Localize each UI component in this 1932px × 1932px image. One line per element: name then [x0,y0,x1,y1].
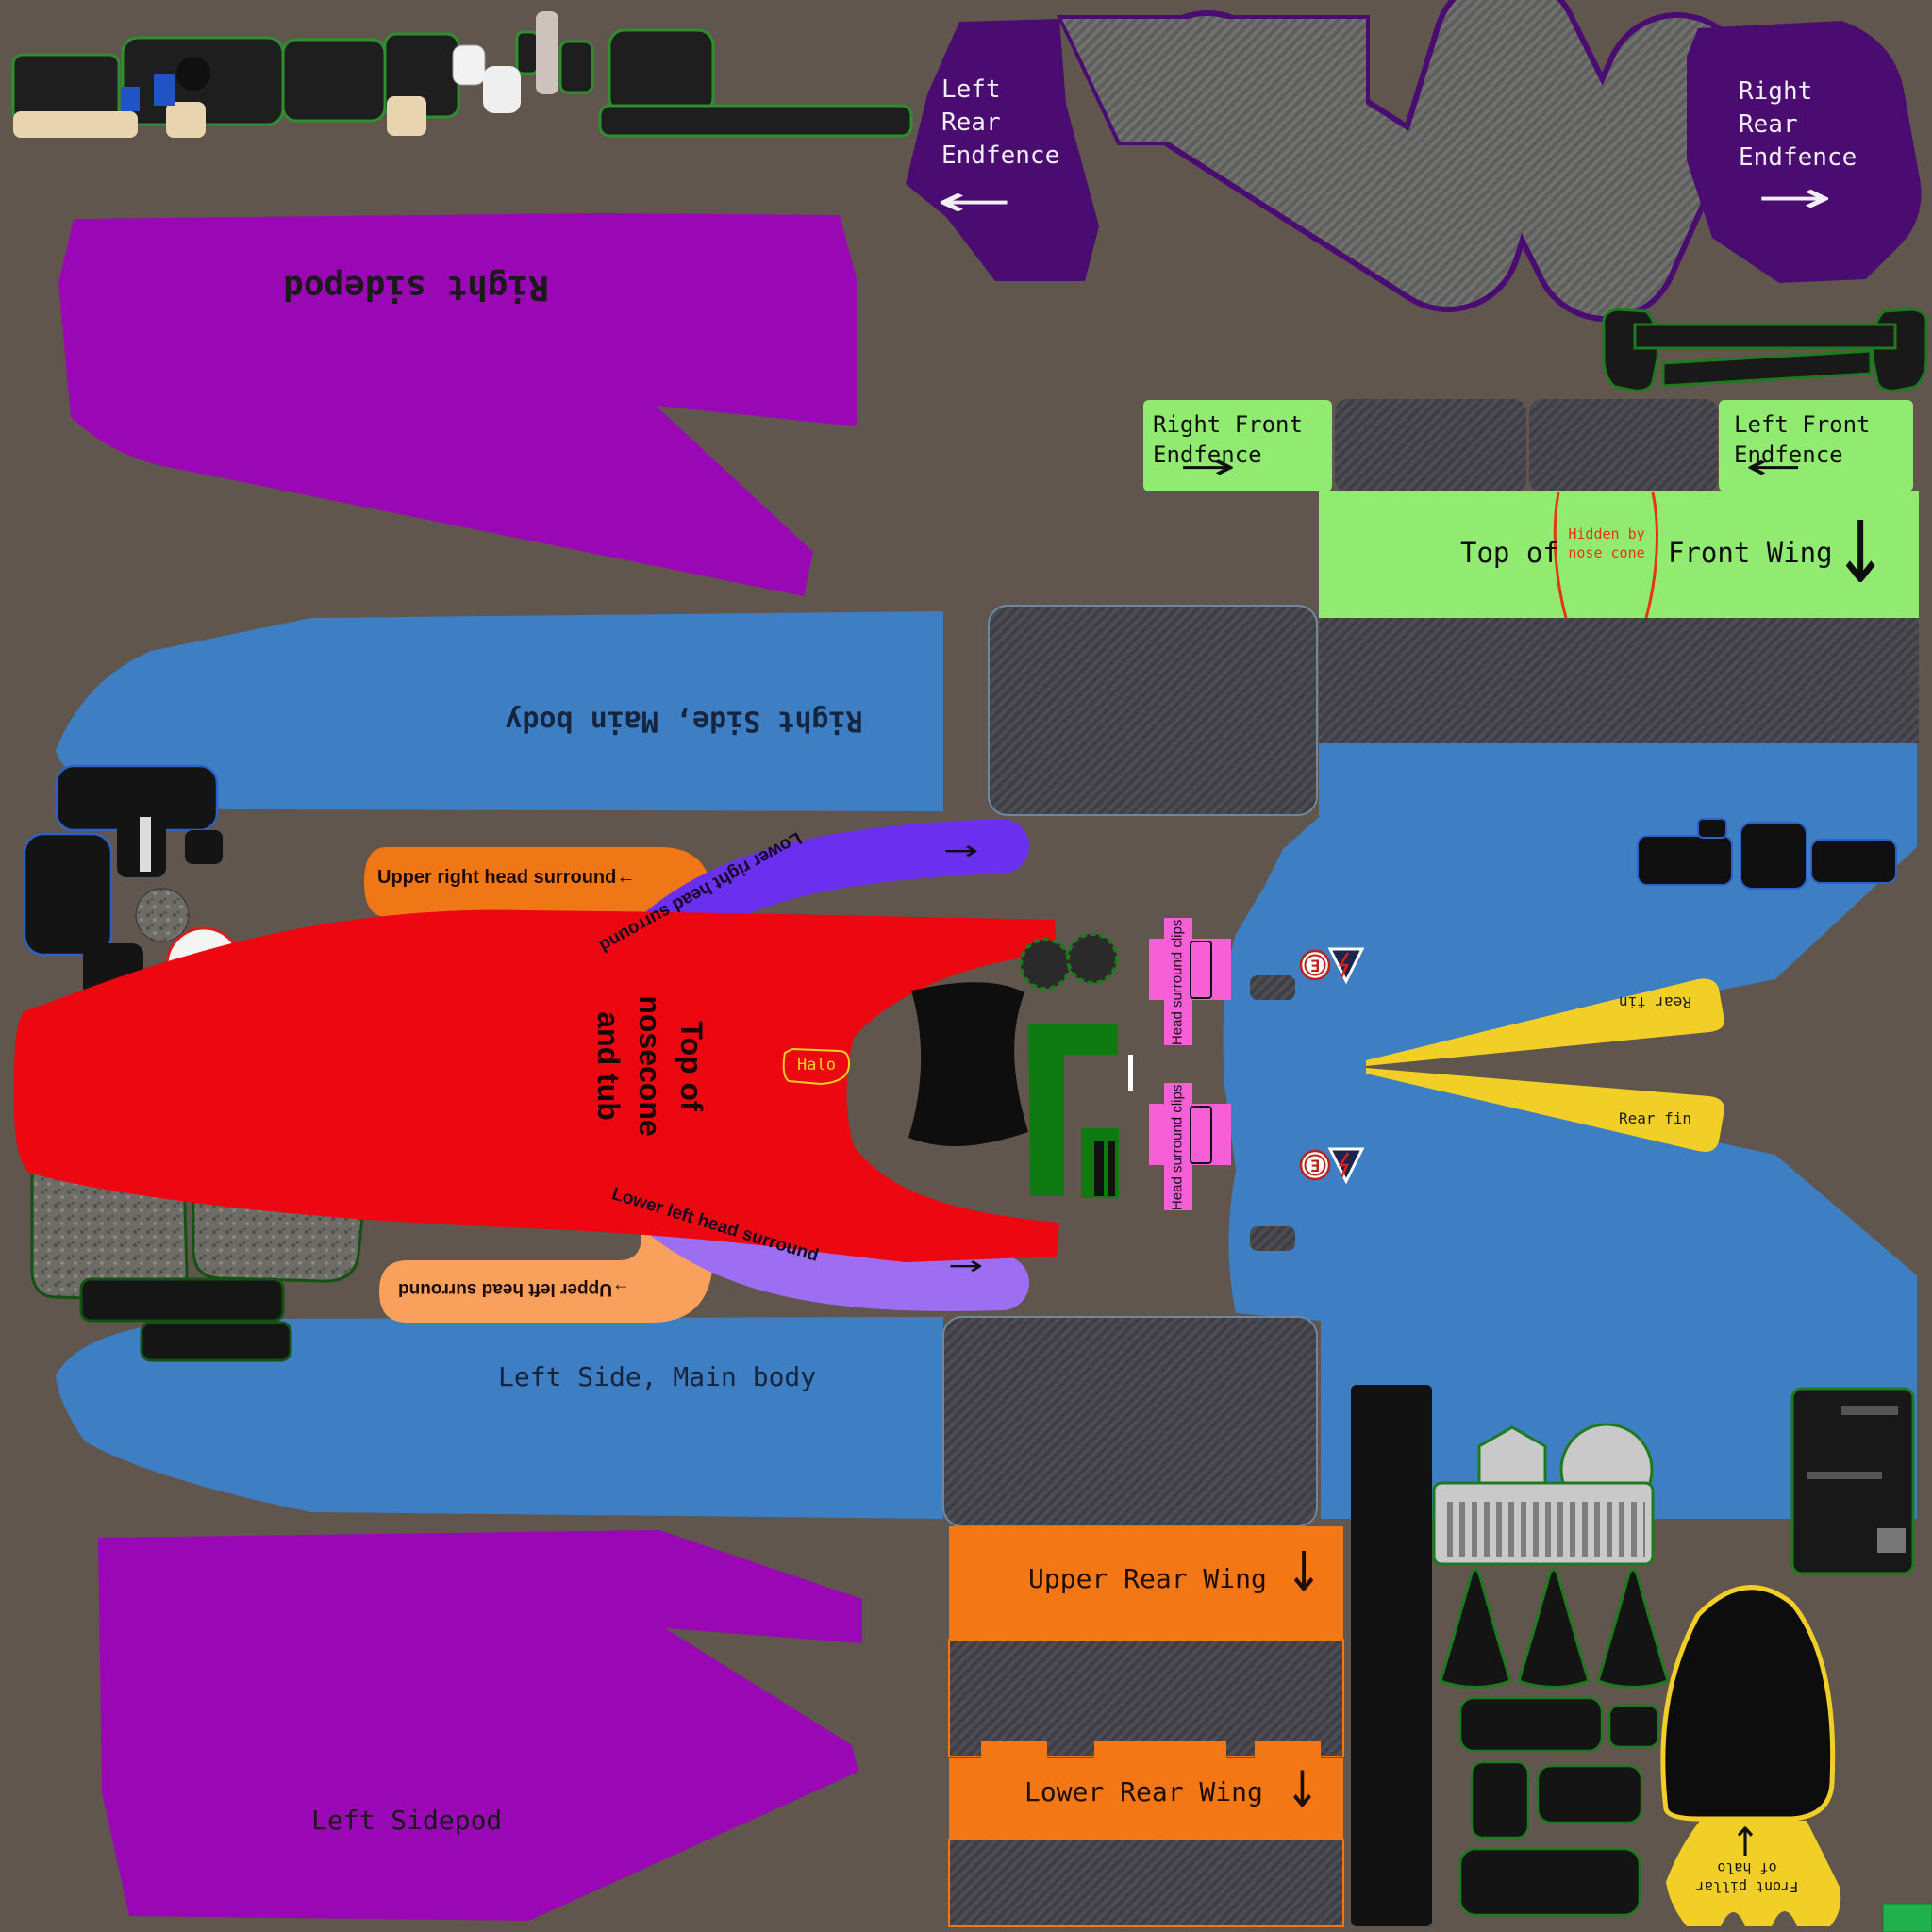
left-front-endfence-label: Left Front Endfence [1734,411,1871,468]
rear-wing-carbon-w [1056,0,1752,322]
electronics-block [1790,1387,1915,1575]
front-wing-pylon [1602,308,1928,392]
front-wing-carbon-1 [1335,399,1526,492]
hidden-by-nose-cone-label: Hidden by nose cone [1568,525,1645,561]
roll-hoop-parts [1019,932,1133,1198]
halo-outline [782,1047,851,1086]
right-rear-endfence-arrow: → [1757,172,1833,223]
left-front-endfence-arrow: ← [1745,448,1803,487]
front-wing-top-shape [1319,491,1919,618]
right-rear-endfence-shape [1687,21,1922,283]
nose-cone-hidden-line-left [1553,491,1568,619]
lower-rear-wing-arrow: ↓ [1285,1761,1320,1820]
right-sidepod-label: Right sidepod [283,268,549,307]
rear-fin-label-bottom: Rear fin [1619,1109,1692,1127]
front-wing-top-of-label: Top of [1460,537,1559,569]
left-rear-endfence-arrow: ← [936,175,1012,226]
head-surround-clips-label-bottom: Head surround clips [1169,1084,1186,1211]
right-side-main-body-shape [56,611,943,811]
front-wing-label: Front Wing [1668,537,1833,569]
lower-rear-wing-shape [949,1758,1343,1840]
head-surround-clip-top [1149,918,1231,1045]
rear-fin-top-shape [1366,978,1724,1066]
lower-rear-wing-label: Lower Rear Wing [1024,1776,1263,1807]
upper-left-head-surround-label: →Upper left head surround [398,1278,630,1299]
left-rear-endfence-label: Left Rear Endfence [941,75,1060,170]
extinguisher-letter: Ǝ [1310,1158,1320,1176]
nose-cone-hidden-line-right [1644,491,1658,619]
front-pillar-of-halo-shape [1666,1821,1841,1926]
extinguisher-marker-icon-2: Ǝ [1299,1149,1331,1181]
electrical-hazard-icon [1327,947,1365,985]
upper-left-head-surround-shape [379,1085,713,1323]
corner-green-swatch [1882,1903,1932,1932]
head-surround-clip-bottom [1149,1083,1231,1210]
front-wing-underside-carbon [1319,618,1919,743]
electrical-hazard-icon-2 [1327,1147,1365,1185]
small-parts-cluster [1458,1696,1660,1917]
lower-left-head-surround-arrow: → [948,1250,984,1281]
right-side-main-body-label: Right Side, Main body [505,704,863,738]
carbon-clip-slot-top [1250,975,1295,1000]
lower-rear-wing-carbon [948,1839,1344,1927]
rear-wing-tabs [981,1741,1321,1760]
rear-wing-pillar [1351,1385,1432,1926]
aero-tooth-shapes [1439,1568,1670,1689]
gray-hardware-parts [1432,1423,1655,1566]
nosecone-tub-shape [14,909,1059,1262]
extinguisher-marker-icon: Ǝ [1299,949,1331,981]
rear-bodywork-parts [1637,818,1897,890]
right-sidepod-shape [58,213,857,596]
center-main-body-shape [1223,611,1917,1519]
extinguisher-letter: Ǝ [1310,958,1320,976]
upper-rear-wing-carbon [948,1639,1344,1757]
left-sidepod-shape [98,1530,862,1921]
right-front-endfence-arrow: → [1179,448,1237,487]
right-front-endfence-shape [1143,400,1332,491]
head-surround-clips-label-top: Head surround clips [1169,919,1186,1046]
lower-right-head-surround-arrow: → [943,835,979,866]
rear-fin-bottom-shape [1366,1068,1724,1152]
upper-rear-wing-shape [949,1526,1343,1640]
halo-label: Halo [797,1056,836,1074]
carbon-floor-top [988,605,1318,816]
floor-edge-bars [79,1277,292,1362]
left-side-main-body-shape [56,1317,943,1519]
front-wing-down-arrow: ↓ [1832,502,1890,602]
upper-rear-wing-label: Upper Rear Wing [1028,1563,1267,1594]
upper-right-head-surround-shape [364,847,713,1085]
seat-shape [908,982,1028,1147]
front-wing-carbon-2 [1529,399,1718,492]
left-side-main-body-label: Left Side, Main body [498,1361,817,1392]
right-front-endfence-label: Right Front Endfence [1153,411,1303,468]
carbon-floor-bottom [942,1316,1318,1527]
rear-fin-label-top: Rear fin [1619,993,1692,1011]
left-front-endfence-shape [1719,400,1913,491]
left-rear-endfence-shape [906,19,1099,281]
right-rear-endfence-label: Right Rear Endfence [1739,77,1857,172]
suspension-parts-detail [13,11,558,138]
halo-top-shape [1660,1585,1836,1822]
left-sidepod-label: Left Sidepod [311,1805,503,1836]
brake-duct-cluster [23,764,242,1004]
nosecone-label: Top of nosecone and tub [591,995,708,1137]
upper-rear-wing-arrow: ↓ [1285,1541,1324,1605]
upper-right-head-surround-label: Upper right head surround← [377,867,636,888]
front-pillar-of-halo-arrow: ↑ [1730,1819,1760,1866]
carbon-clip-slot-bottom [1250,1226,1295,1251]
